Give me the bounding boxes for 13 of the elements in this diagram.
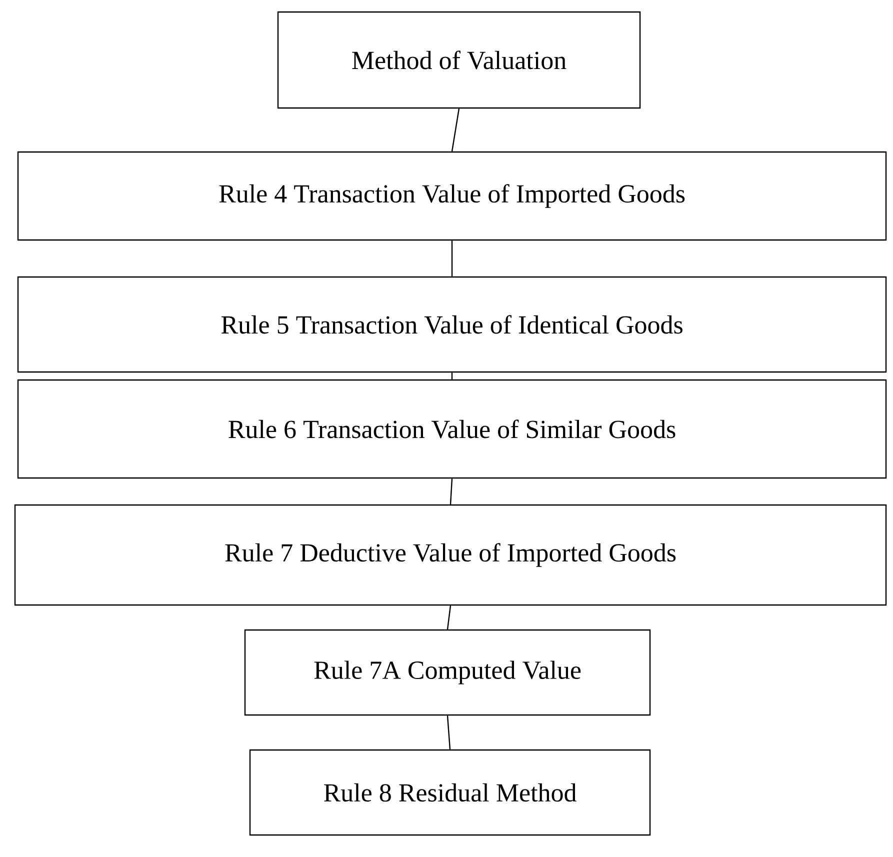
process-box: Rule 7A Computed Value — [244, 629, 651, 716]
connector-line — [451, 372, 453, 380]
connector-line — [446, 716, 451, 750]
connector-line — [451, 108, 460, 152]
connector-line — [450, 478, 453, 504]
process-box: Rule 4 Transaction Value of Imported Goods — [17, 151, 887, 241]
process-box: Rule 6 Transaction Value of Similar Goods — [17, 379, 887, 479]
process-box: Rule 8 Residual Method — [249, 749, 651, 836]
connector-line — [451, 240, 453, 276]
process-box: Rule 5 Transaction Value of Identical Goods — [17, 276, 887, 373]
process-box: Rule 7 Deductive Value of Imported Goods — [14, 504, 887, 606]
connector-line — [446, 606, 452, 630]
process-box: Method of Valuation — [277, 11, 641, 109]
